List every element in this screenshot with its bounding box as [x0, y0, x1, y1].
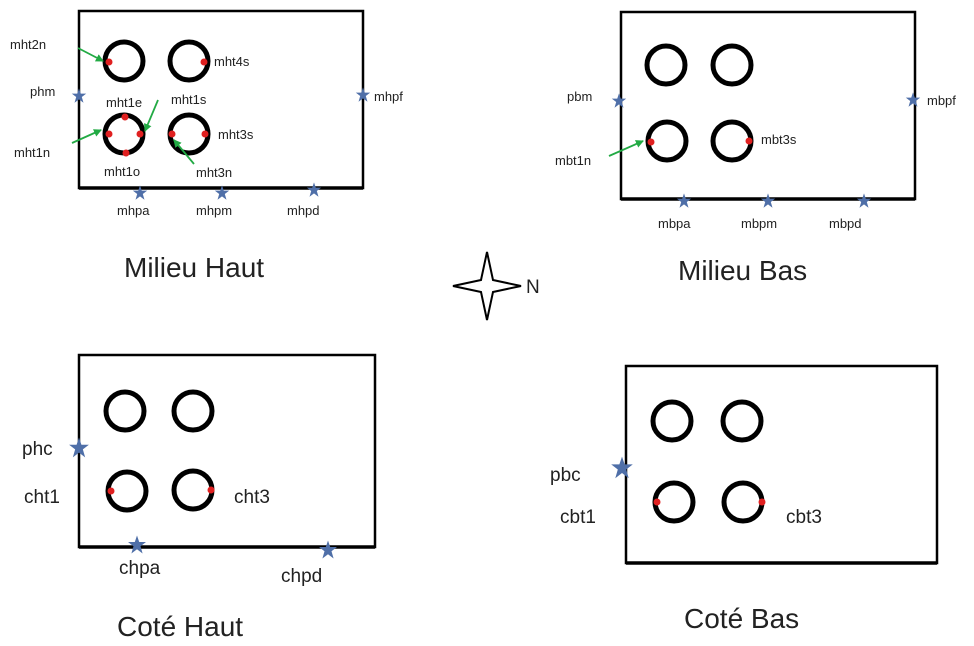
- sensor-dot: [136, 130, 144, 138]
- label-cht1: cht1: [24, 487, 60, 508]
- panel-cote-haut: phc cht1 cht3 chpa chpd Coté Haut: [22, 353, 377, 642]
- label-mbpd: mbpd: [829, 216, 862, 231]
- compass-rose-icon: [452, 251, 522, 321]
- tree-ring: [710, 119, 754, 163]
- label-mbt3s: mbt3s: [761, 132, 797, 147]
- panel-title: Coté Bas: [684, 603, 799, 634]
- label-mht3s: mht3s: [218, 127, 254, 142]
- label-chpd: chpd: [281, 566, 322, 587]
- station-star-icon: [128, 535, 146, 554]
- sensor-dot: [105, 58, 113, 66]
- tree-ring: [102, 39, 146, 83]
- label-pbm: pbm: [567, 89, 592, 104]
- panel-title: Milieu Bas: [678, 255, 807, 286]
- tree-ring: [171, 468, 215, 512]
- sensor-dot: [758, 498, 766, 506]
- pointer-arrow: [144, 99, 159, 132]
- sensor-dot: [107, 487, 115, 495]
- pointer-arrow: [77, 47, 104, 62]
- tree-ring: [650, 399, 694, 443]
- sensor-dot: [201, 130, 209, 138]
- sensor-dot: [168, 130, 176, 138]
- station-star-icon: [905, 92, 921, 107]
- tree-ring: [103, 389, 147, 433]
- panel-title: Milieu Haut: [124, 252, 264, 283]
- label-mht1o: mht1o: [104, 164, 140, 179]
- label-mht2n: mht2n: [10, 37, 46, 52]
- label-cht3: cht3: [234, 487, 270, 508]
- tree-ring: [721, 480, 765, 524]
- label-cbt1: cbt1: [560, 507, 596, 528]
- panel-title: Coté Haut: [117, 611, 243, 642]
- label-mhpd: mhpd: [287, 203, 320, 218]
- label-mhpa: mhpa: [117, 203, 150, 218]
- panel-milieu-bas: pbm mbpf mbt1n mbt3s mbpa mbpm mbpd Mili…: [555, 10, 956, 286]
- compass-north-label: N: [526, 277, 540, 298]
- label-mbt1n: mbt1n: [555, 153, 591, 168]
- compass: N: [452, 251, 540, 321]
- label-mhpm: mhpm: [196, 203, 232, 218]
- pointer-arrow: [173, 139, 195, 165]
- sensor-dot: [653, 498, 661, 506]
- sensor-dot: [121, 113, 129, 121]
- label-pbc: pbc: [550, 465, 581, 486]
- sensor-dot: [647, 138, 655, 146]
- tree-ring: [710, 43, 754, 87]
- label-mbpa: mbpa: [658, 216, 691, 231]
- tree-ring: [644, 43, 688, 87]
- sensor-dot: [200, 58, 208, 66]
- label-mht1e: mht1e: [106, 95, 142, 110]
- panel-cote-bas: pbc cbt1 cbt3 Coté Bas: [550, 364, 939, 634]
- sensor-dot: [122, 149, 130, 157]
- label-mht1n: mht1n: [14, 145, 50, 160]
- label-phm: phm: [30, 84, 55, 99]
- station-star-icon: [611, 456, 633, 479]
- label-mhpf: mhpf: [374, 89, 403, 104]
- tree-ring: [167, 39, 211, 83]
- tree-ring: [171, 389, 215, 433]
- sensor-dot: [105, 130, 113, 138]
- tree-ring: [720, 399, 764, 443]
- tree-ring: [652, 480, 696, 524]
- label-mht1s: mht1s: [171, 92, 207, 107]
- label-chpa: chpa: [119, 558, 161, 579]
- pointer-arrow: [608, 140, 644, 157]
- label-mht3n: mht3n: [196, 165, 232, 180]
- pointer-arrow: [71, 129, 102, 144]
- label-phc: phc: [22, 439, 53, 460]
- station-star-icon: [611, 93, 627, 108]
- plot-outline: [624, 364, 939, 565]
- label-mht4s: mht4s: [214, 54, 250, 69]
- plot-outline: [77, 353, 377, 549]
- panel-milieu-haut: mht2n mht4s phm mhpf mht1e mht1s mht1n m…: [10, 9, 403, 283]
- plot-outline: [619, 10, 917, 201]
- sensor-dot: [207, 486, 215, 494]
- label-cbt3: cbt3: [786, 507, 822, 528]
- label-mbpf: mbpf: [927, 93, 956, 108]
- station-star-icon: [319, 540, 337, 559]
- label-mbpm: mbpm: [741, 216, 777, 231]
- sensor-dot: [745, 137, 753, 145]
